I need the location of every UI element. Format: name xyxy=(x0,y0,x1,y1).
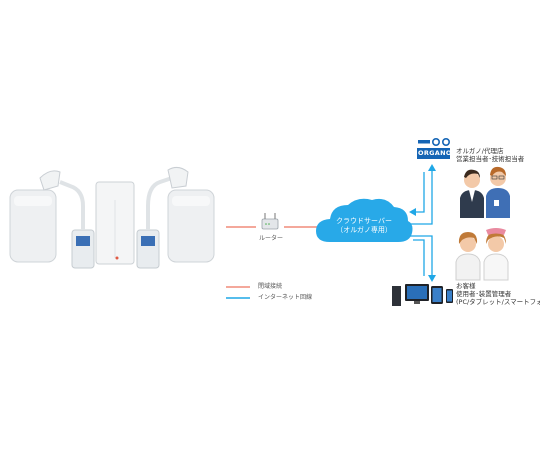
internet-line-customer-cloud xyxy=(413,239,425,276)
router-icon xyxy=(261,213,279,230)
left-water-tank xyxy=(9,189,57,263)
organo-logo xyxy=(417,138,450,159)
customer-label-line3: (PC/タブレット/スマートフォン) xyxy=(456,298,540,306)
cloud-label-line2: （オルガノ専用） xyxy=(336,226,392,234)
arrow-left-to-cloud xyxy=(409,208,416,216)
right-water-tank xyxy=(167,189,215,263)
organo-logo-text: ORGANO xyxy=(418,149,452,157)
organo-label-line1: オルガノ/代理店 xyxy=(456,147,504,155)
cloud-icon xyxy=(316,198,413,242)
router-label: ルーター xyxy=(259,235,284,242)
internet-line-cloud-customer xyxy=(410,235,433,276)
organo-label-line2: 営業担当者･技術担当者 xyxy=(456,155,525,163)
arrow-down-to-customer xyxy=(428,275,436,282)
staff-icon xyxy=(460,166,510,218)
legend-internet-label: インターネット回線 xyxy=(258,294,313,301)
left-dispenser xyxy=(39,170,95,269)
cloud-label-line1: クラウドサーバー xyxy=(336,217,392,225)
internet-line-cloud-organo xyxy=(410,170,433,225)
devices-icon xyxy=(392,284,453,306)
internet-line-organo-cloud xyxy=(413,172,425,213)
purification-unit xyxy=(95,181,135,265)
customer-label-line1: お客様 xyxy=(456,282,476,290)
customer-label-line2: 使用者･装置管理者 xyxy=(456,290,512,298)
customer-people-icon xyxy=(455,228,509,281)
legend-closed-label: 閉域接続 xyxy=(258,283,283,290)
arrow-up-to-organo xyxy=(428,164,436,171)
right-dispenser xyxy=(136,166,189,269)
